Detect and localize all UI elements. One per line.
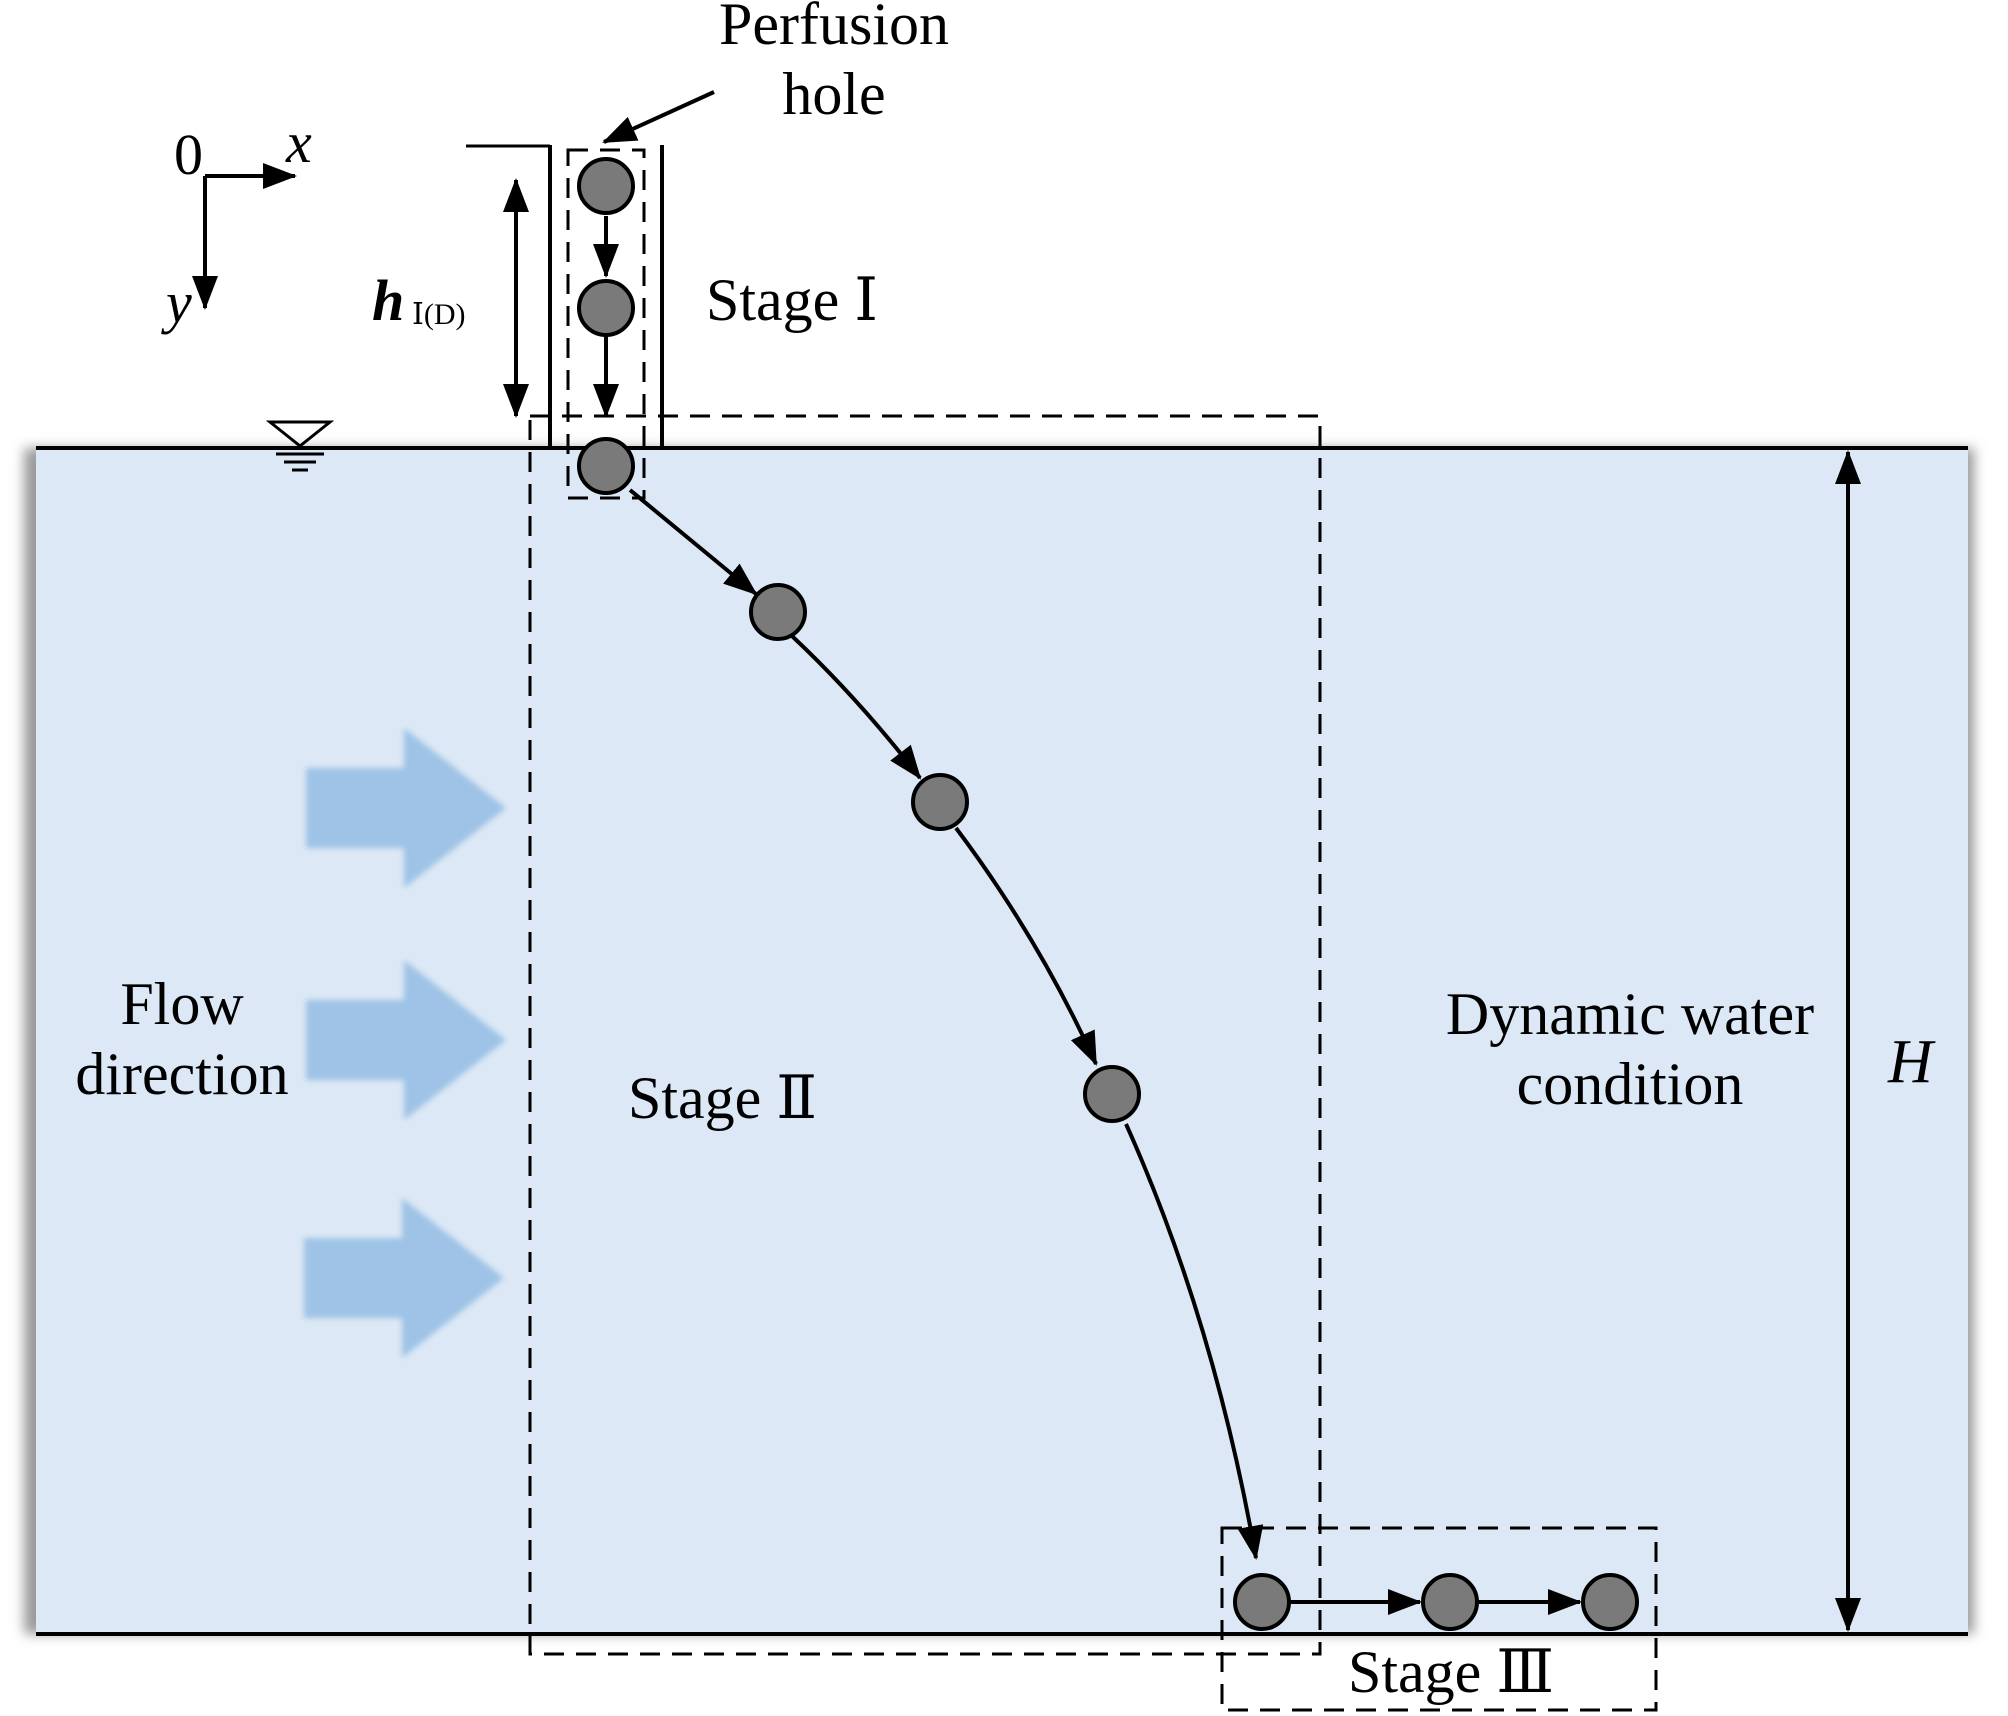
- particle: [1421, 1573, 1479, 1631]
- stage-3-box: [1220, 1526, 1658, 1712]
- trajectory: [593, 216, 1582, 1615]
- stage-1-box: [566, 148, 646, 500]
- stage-2-label: Stage Ⅱ: [628, 1065, 817, 1131]
- perfusion-hole-label-line2: hole: [782, 61, 885, 127]
- flow-direction-label-line1: Flow: [120, 971, 244, 1037]
- perfusion-pipe: [548, 145, 664, 448]
- h-symbol-label: h: [372, 268, 404, 333]
- particle: [1083, 1065, 1141, 1123]
- particle: [577, 157, 635, 215]
- depth-symbol-label: H: [1887, 1028, 1936, 1096]
- trajectory-arrow-4: [790, 634, 922, 780]
- particle: [577, 437, 635, 495]
- stage-1-label: Stage Ⅰ: [706, 267, 878, 333]
- particle: [911, 773, 969, 831]
- flow-arrow-1: [306, 728, 506, 888]
- trajectory-arrow-3: [628, 488, 758, 596]
- stage-3-label: Stage Ⅲ: [1348, 1639, 1554, 1705]
- flow-arrow-2: [306, 960, 506, 1120]
- axis-origin-label: 0: [174, 122, 203, 187]
- stage-2-box: [528, 414, 1322, 1656]
- axis-y-label: y: [161, 270, 192, 335]
- flow-arrows: [304, 728, 506, 1358]
- particle: [1581, 1573, 1639, 1631]
- h-dimension: [466, 144, 550, 418]
- dynamic-water-label-line2: condition: [1517, 1051, 1744, 1117]
- axis-indicator: [192, 163, 297, 310]
- trajectory-arrow-6: [1124, 1123, 1264, 1560]
- flow-arrow-3: [304, 1198, 504, 1358]
- trajectory-arrow-5: [954, 826, 1098, 1066]
- water-level-triangle-icon: [265, 420, 335, 472]
- particle: [749, 583, 807, 641]
- particle: [577, 279, 635, 337]
- particle: [1233, 1573, 1291, 1631]
- perfusion-hole-pointer: [602, 90, 715, 144]
- flow-direction-label-line2: direction: [75, 1041, 288, 1107]
- particles: [577, 157, 1639, 1631]
- dynamic-water-label-line1: Dynamic water: [1446, 981, 1814, 1047]
- perfusion-hole-label-line1: Perfusion: [719, 0, 949, 57]
- axis-x-label: x: [285, 110, 312, 175]
- h-subscript-label: Ⅰ(D): [412, 298, 466, 331]
